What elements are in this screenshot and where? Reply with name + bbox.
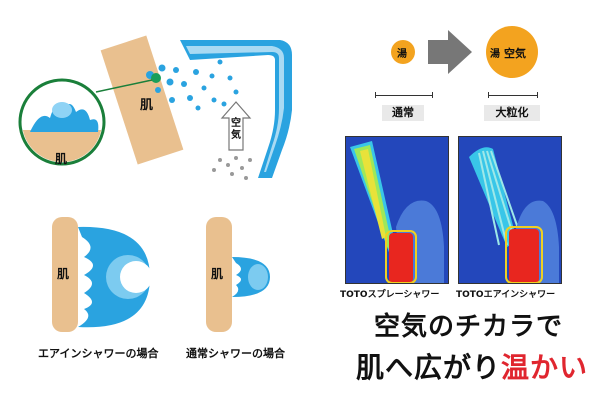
thermal-airin-hotspot (509, 229, 539, 283)
air-in-skin-label: 肌 (57, 267, 70, 281)
skin-label-circle: 肌 (55, 152, 68, 166)
caption-spray: TOTOスプレーシャワー (340, 290, 440, 300)
normal-skin-label: 肌 (211, 267, 224, 281)
small-droplet-label: 湯 (397, 49, 407, 60)
air-bubbles (146, 59, 239, 111)
thermal-spray-hotspot (389, 233, 413, 283)
bracket-large (488, 92, 538, 98)
droplet-diagram (391, 26, 538, 78)
headline-line2-b: 温かい (501, 351, 589, 384)
thermal-airin (458, 136, 562, 284)
bracket-normal (375, 92, 433, 98)
comparison-panel: 肌 肌 エアインシャワーの場合 通常シャワーの場合 (0, 185, 310, 403)
skin-strip (100, 35, 184, 165)
small-droplet (391, 40, 415, 64)
headline-line2-a: 肌へ広がり (356, 351, 502, 384)
thermal-spray (345, 136, 449, 284)
comparison-diagram (52, 217, 270, 332)
headline-line1: 空気のチカラで (374, 312, 564, 342)
arrow-icon (428, 30, 472, 74)
air-in-skin (52, 217, 78, 332)
top-illustration: 肌 肌 空 気 (0, 0, 310, 185)
normal-skin (206, 217, 232, 332)
large-droplet-label-1: 湯 (490, 49, 500, 60)
large-droplet-label-2: 空気 (504, 47, 526, 60)
tag-large: 大粒化 (484, 105, 540, 121)
skin-label: 肌 (140, 98, 154, 113)
air-arrow (220, 101, 252, 151)
tag-normal: 通常 (382, 105, 424, 121)
caption-normal: 通常シャワーの場合 (186, 347, 285, 360)
shower-diagram (18, 35, 292, 180)
thermal-spray-image (346, 137, 448, 283)
large-droplet (486, 26, 538, 78)
caption-airin: TOTOエアインシャワー (456, 290, 556, 300)
thermal-airin-image (459, 137, 561, 283)
air-label: 空 気 (231, 118, 241, 141)
droplet-comparison: 湯 湯 空気 通常 大粒化 (330, 0, 600, 130)
headline-line2: 肌へ広がり温かい (356, 346, 588, 386)
caption-air-in: エアインシャワーの場合 (38, 347, 159, 360)
